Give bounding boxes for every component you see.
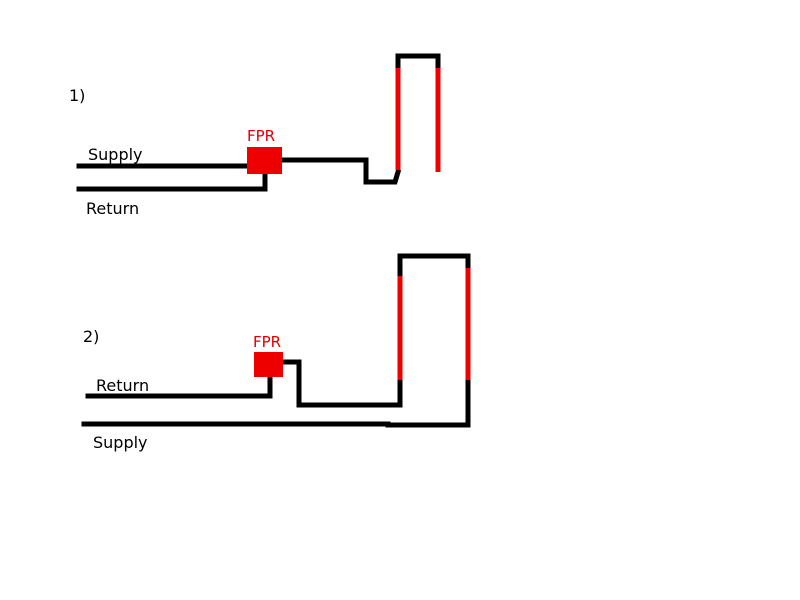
diagram-2-supply-label: Supply — [93, 433, 148, 452]
diagram-1: 1) Supply Return FPR — [69, 53, 441, 218]
diagram-1-fpr-label: FPR — [247, 127, 275, 145]
diagram-1-number: 1) — [69, 86, 85, 105]
diagram-1-return-label: Return — [86, 199, 139, 218]
diagram-2-return-line — [85, 372, 273, 399]
diagram-2-return-label: Return — [96, 376, 149, 395]
diagram-2-feed-line — [279, 359, 403, 408]
diagram-2-fpr-label: FPR — [253, 333, 281, 351]
diagram-2-fpr-box — [254, 352, 283, 377]
diagram-2-number: 2) — [83, 327, 99, 346]
diagram-2-rail-crossover — [397, 253, 471, 279]
diagram-1-return-line — [76, 169, 268, 192]
diagram-1-fpr-box — [247, 147, 282, 174]
diagram-1-feed-line — [278, 157, 402, 185]
diagram-1-supply-label: Supply — [88, 145, 143, 164]
diagram-1-rail-crossover — [395, 53, 441, 71]
diagram-2-supply-line — [81, 377, 471, 428]
diagram-2: 2) Return Supply FPR — [81, 253, 471, 452]
